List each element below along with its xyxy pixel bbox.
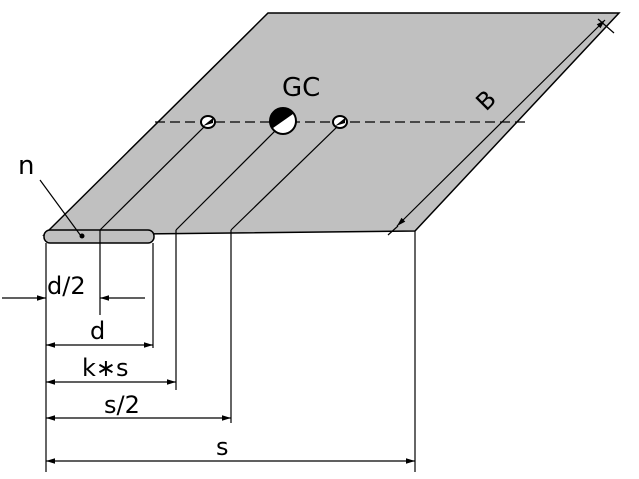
label-d-half: d/2 xyxy=(47,272,86,300)
right-hole xyxy=(332,115,348,129)
b-dim-ext-bottom xyxy=(387,225,399,236)
b-dimension-line xyxy=(396,19,606,227)
label-gc: GC xyxy=(282,73,320,103)
label-k-times-s: k∗s xyxy=(82,354,129,382)
label-s-half: s/2 xyxy=(104,391,140,419)
plate-surface xyxy=(42,12,621,236)
line-ks-to-gc xyxy=(175,124,282,231)
line-d-to-hole xyxy=(99,124,207,231)
label-n: n xyxy=(18,151,34,181)
n-leader-dot xyxy=(79,233,85,239)
label-s: s xyxy=(216,433,229,461)
left-hole xyxy=(200,115,216,129)
n-leader-line xyxy=(39,179,82,237)
line-s-half-to-hole xyxy=(230,124,340,231)
gravity-center-icon xyxy=(269,107,297,135)
plate-edge-strip xyxy=(43,229,155,244)
label-d: d xyxy=(90,317,105,345)
